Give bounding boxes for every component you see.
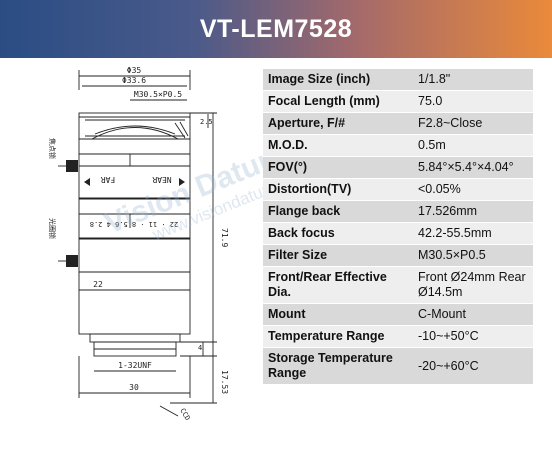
spec-value: 5.84°×5.4°×4.04° bbox=[413, 156, 533, 179]
spec-row: Front/Rear Effective Dia.Front Ø24mm Rea… bbox=[263, 266, 533, 304]
spec-value: Front Ø24mm Rear Ø14.5m bbox=[413, 266, 533, 304]
product-title: VT-LEM7528 bbox=[199, 14, 353, 43]
spec-key: Mount bbox=[263, 303, 413, 326]
spec-table-body: Image Size (inch)1/1.8"Focal Length (mm)… bbox=[263, 69, 533, 385]
spec-row: M.O.D.0.5m bbox=[263, 134, 533, 157]
dim-length: 71.9 bbox=[220, 228, 229, 247]
spec-row: Aperture, F/#F2.8~Close bbox=[263, 112, 533, 135]
spec-value: <0.05% bbox=[413, 178, 533, 201]
dim-filter-thread: M30.5×P0.5 bbox=[134, 90, 182, 99]
spec-row: Temperature Range-10~+50°C bbox=[263, 325, 533, 348]
dim-bottom: 30 bbox=[129, 383, 139, 392]
spec-value: 42.2-55.5mm bbox=[413, 222, 533, 245]
focus-lock-label: 焦点锁 bbox=[48, 138, 57, 159]
lens-drawing: Φ35 Φ33.6 M30.5×P0.5 2.5 焦点锁 光圈锁 FAR NEA… bbox=[10, 58, 260, 449]
focus-lock-knob bbox=[66, 160, 78, 172]
near-label: NEAR bbox=[152, 175, 171, 184]
spec-value: C-Mount bbox=[413, 303, 533, 326]
spec-key: M.O.D. bbox=[263, 134, 413, 157]
spec-value: 0.5m bbox=[413, 134, 533, 157]
spec-key: Distortion(TV) bbox=[263, 178, 413, 201]
spec-value: 17.526mm bbox=[413, 200, 533, 223]
spec-key: Storage Temperature Range bbox=[263, 347, 413, 385]
dim-22: 22 bbox=[93, 280, 103, 289]
aperture-scale: 22 · 11 · 8 5.6 4 2.8 bbox=[90, 220, 179, 228]
spec-value: M30.5×P0.5 bbox=[413, 244, 533, 267]
spec-key: Image Size (inch) bbox=[263, 69, 413, 91]
spec-key: Flange back bbox=[263, 200, 413, 223]
spec-value: F2.8~Close bbox=[413, 112, 533, 135]
spec-value: 75.0 bbox=[413, 90, 533, 113]
ccd-label: CCD bbox=[178, 407, 191, 422]
title-banner: VT-LEM7528 bbox=[0, 0, 552, 58]
dim-2-5: 2.5 bbox=[200, 118, 213, 126]
spec-value: 1/1.8" bbox=[413, 69, 533, 91]
dim-mount-thread: 1-32UNF bbox=[118, 361, 152, 370]
spec-table: Image Size (inch)1/1.8"Focal Length (mm)… bbox=[263, 69, 533, 385]
dim-17-53: 17.53 bbox=[220, 370, 229, 394]
spec-row: Distortion(TV)<0.05% bbox=[263, 178, 533, 201]
spec-key: Aperture, F/# bbox=[263, 112, 413, 135]
spec-key: Focal Length (mm) bbox=[263, 90, 413, 113]
iris-lock-label: 光圈锁 bbox=[48, 218, 57, 239]
dim-4: 4 bbox=[198, 344, 202, 352]
spec-key: Temperature Range bbox=[263, 325, 413, 348]
spec-key: Back focus bbox=[263, 222, 413, 245]
dim-top-inner: Φ33.6 bbox=[122, 76, 146, 85]
spec-row: FOV(°)5.84°×5.4°×4.04° bbox=[263, 156, 533, 179]
spec-row: Image Size (inch)1/1.8" bbox=[263, 69, 533, 91]
spec-key: FOV(°) bbox=[263, 156, 413, 179]
iris-lock-knob bbox=[66, 255, 78, 267]
lens-drawing-svg: Φ35 Φ33.6 M30.5×P0.5 2.5 焦点锁 光圈锁 FAR NEA… bbox=[48, 66, 229, 422]
spec-value: -10~+50°C bbox=[413, 325, 533, 348]
far-label: FAR bbox=[101, 175, 116, 184]
spec-row: Storage Temperature Range-20~+60°C bbox=[263, 347, 533, 385]
spec-key: Filter Size bbox=[263, 244, 413, 267]
spec-row: Focal Length (mm)75.0 bbox=[263, 90, 533, 113]
dim-top-outer: Φ35 bbox=[127, 66, 142, 75]
spec-value: -20~+60°C bbox=[413, 347, 533, 385]
spec-key: Front/Rear Effective Dia. bbox=[263, 266, 413, 304]
